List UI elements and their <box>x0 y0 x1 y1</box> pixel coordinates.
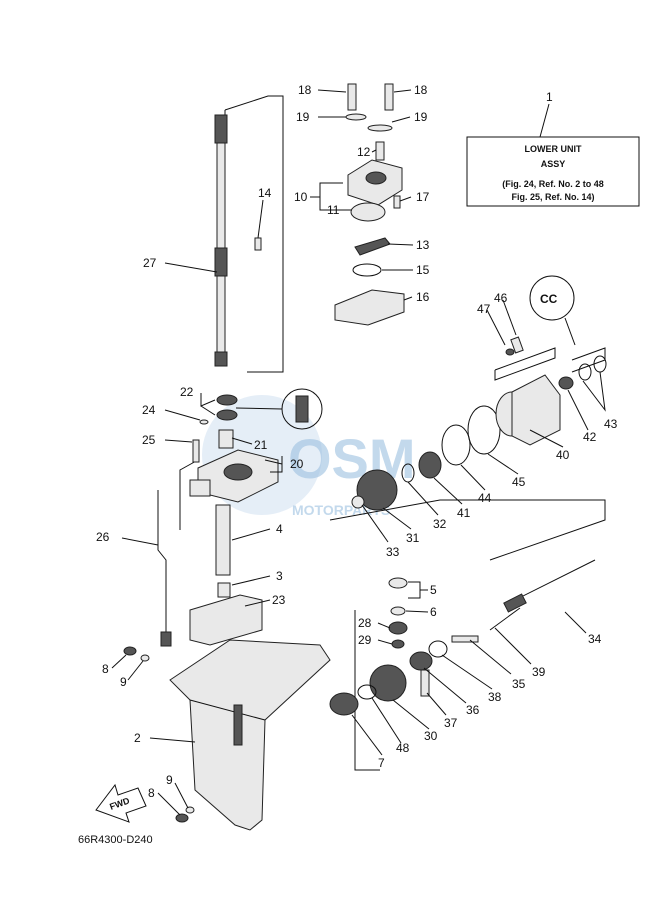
callout-19b: 19 <box>414 110 428 124</box>
callout-33: 33 <box>386 545 400 559</box>
gear-parts <box>329 577 521 716</box>
callout-15: 15 <box>416 263 430 277</box>
pin-part <box>254 237 262 251</box>
callouts: 1 2 3 4 5 6 7 8 8 9 9 10 11 12 13 14 15 … <box>96 83 618 800</box>
callout-29: 29 <box>358 633 372 647</box>
gasket <box>189 594 263 646</box>
callout-1: 1 <box>546 90 553 104</box>
drawing-code: 66R4300-D240 <box>78 834 153 846</box>
fwd-label: FWD <box>108 795 131 812</box>
callout-36: 36 <box>466 703 480 717</box>
callout-3: 3 <box>276 569 283 583</box>
callout-13: 13 <box>416 238 430 252</box>
callout-42: 42 <box>583 430 597 444</box>
callout-24: 24 <box>142 403 156 417</box>
lower-casing <box>123 639 331 831</box>
water-tube <box>215 504 231 598</box>
callout-28: 28 <box>358 616 372 630</box>
callout-4: 4 <box>276 522 283 536</box>
callout-25: 25 <box>142 433 156 447</box>
callout-48: 48 <box>396 741 410 755</box>
callout-40: 40 <box>556 448 570 462</box>
title-line-1: LOWER UNIT <box>525 144 582 154</box>
seal-cluster <box>192 388 323 463</box>
fwd-arrow: FWD <box>95 783 147 823</box>
drive-shaft <box>214 114 228 367</box>
title-line-3: (Fig. 24, Ref. No. 2 to 48 <box>502 179 604 189</box>
callout-8b: 8 <box>148 786 155 800</box>
callout-41: 41 <box>457 506 471 520</box>
callout-26: 26 <box>96 530 110 544</box>
seal-label: CC <box>540 292 558 306</box>
callout-37: 37 <box>444 716 458 730</box>
callout-22: 22 <box>180 385 194 399</box>
callout-9b: 9 <box>166 773 173 787</box>
callout-18a: 18 <box>298 83 312 97</box>
callout-43: 43 <box>604 417 618 431</box>
leader-lines <box>111 89 606 816</box>
callout-11: 11 <box>327 203 340 217</box>
frame-lines <box>179 95 606 771</box>
propeller-shaft <box>503 559 596 613</box>
callout-7: 7 <box>378 756 385 770</box>
callout-46: 46 <box>494 291 508 305</box>
title-line-4: Fig. 25, Ref. No. 14) <box>511 192 594 202</box>
callout-32: 32 <box>433 517 447 531</box>
callout-8a: 8 <box>102 662 109 676</box>
watermark-brand: OSM <box>288 427 416 490</box>
callout-38: 38 <box>488 690 502 704</box>
callout-19a: 19 <box>296 110 310 124</box>
callout-30: 30 <box>424 729 438 743</box>
callout-34: 34 <box>588 632 602 646</box>
callout-31: 31 <box>406 531 420 545</box>
callout-44: 44 <box>478 491 492 505</box>
callout-27: 27 <box>143 256 157 270</box>
bearing-housing <box>467 336 607 455</box>
title-box: LOWER UNIT ASSY (Fig. 24, Ref. No. 2 to … <box>466 103 640 207</box>
callout-45: 45 <box>512 475 526 489</box>
seal-detail: CC <box>529 275 576 346</box>
callout-5: 5 <box>430 583 437 597</box>
callout-16: 16 <box>416 290 430 304</box>
callout-23: 23 <box>272 593 286 607</box>
callout-21: 21 <box>254 438 268 452</box>
water-pump <box>334 83 405 326</box>
callout-2: 2 <box>134 731 141 745</box>
callout-17: 17 <box>416 190 430 204</box>
callout-6: 6 <box>430 605 437 619</box>
callout-14: 14 <box>258 186 272 200</box>
callout-35: 35 <box>512 677 526 691</box>
forward-gear <box>351 424 471 511</box>
callout-20: 20 <box>290 457 304 471</box>
callout-39: 39 <box>532 665 546 679</box>
callout-18b: 18 <box>414 83 428 97</box>
title-line-2: ASSY <box>541 159 566 169</box>
shift-rod <box>157 490 172 647</box>
callout-12: 12 <box>357 145 371 159</box>
callout-47: 47 <box>477 302 491 316</box>
callout-9a: 9 <box>120 675 127 689</box>
callout-10: 10 <box>294 190 308 204</box>
housing <box>189 449 279 503</box>
